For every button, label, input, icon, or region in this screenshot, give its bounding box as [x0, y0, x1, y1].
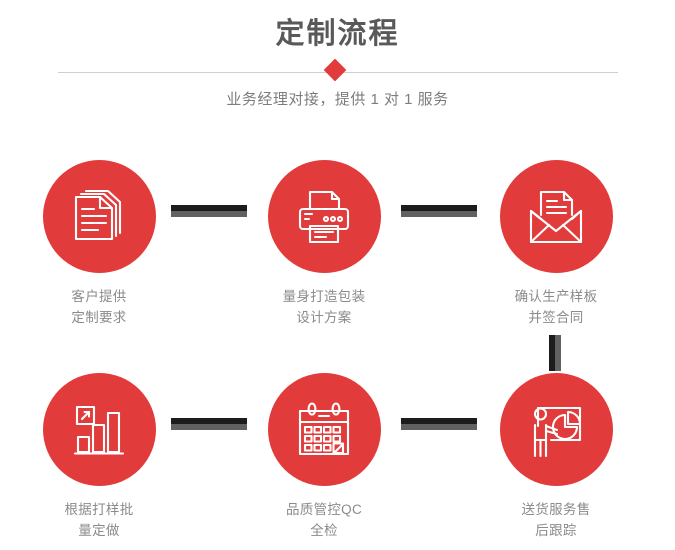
flow-step-2[interactable]: 量身打造包装 设计方案	[244, 160, 404, 328]
flow-step-6[interactable]: 送货服务售 后跟踪	[476, 373, 636, 541]
flow-step-5[interactable]: 品质管控QC 全检	[244, 373, 404, 541]
connector-bar-light	[401, 424, 477, 430]
page-title: 定制流程	[275, 18, 400, 50]
flow-step-5-label: 品质管控QC 全检	[285, 502, 363, 538]
connector-bar-light	[401, 211, 477, 217]
bar-chart-growth-icon	[67, 398, 131, 462]
connector-bar-dark	[171, 205, 247, 211]
connector-bar-dark	[549, 335, 555, 371]
flow-step-1-label: 客户提供 定制要求	[71, 289, 127, 325]
flow-step-4-label: 根据打样批 量定做	[64, 502, 134, 538]
connector-bar-dark	[401, 205, 477, 211]
calendar-check-icon	[292, 398, 356, 462]
flow-step-6-label: 送货服务售 后跟踪	[521, 502, 591, 538]
connector-step4-step5	[171, 418, 247, 430]
connector-step3-step6	[549, 335, 561, 371]
connector-bar-light	[555, 335, 561, 371]
page-header: 定制流程 业务经理对接，提供 1 对 1 服务	[0, 0, 675, 130]
presentation-person-icon	[524, 398, 588, 462]
flow-step-2-label: 量身打造包装 设计方案	[282, 289, 366, 325]
flow-step-3-circle	[499, 160, 613, 273]
flow-step-3-label: 确认生产样板 并签合同	[514, 289, 598, 325]
connector-bar-light	[171, 424, 247, 430]
envelope-mail-icon	[524, 185, 588, 249]
connector-step1-step2	[171, 205, 247, 217]
connector-bar-light	[171, 211, 247, 217]
flow-step-6-circle	[499, 373, 613, 486]
flow-step-4-circle	[42, 373, 156, 486]
documents-icon	[67, 185, 131, 249]
title-divider	[58, 58, 618, 82]
page-subtitle: 业务经理对接，提供 1 对 1 服务	[226, 91, 449, 108]
flow-step-4[interactable]: 根据打样批 量定做	[19, 373, 179, 541]
flow-step-2-circle	[267, 160, 381, 273]
connector-bar-dark	[401, 418, 477, 424]
flow-step-5-circle	[267, 373, 381, 486]
connector-step2-step3	[401, 205, 477, 217]
connector-step5-step6	[401, 418, 477, 430]
printer-icon	[292, 185, 356, 249]
flow-step-1[interactable]: 客户提供 定制要求	[19, 160, 179, 328]
flow-step-1-circle	[42, 160, 156, 273]
flow-step-3[interactable]: 确认生产样板 并签合同	[476, 160, 636, 328]
connector-bar-dark	[171, 418, 247, 424]
